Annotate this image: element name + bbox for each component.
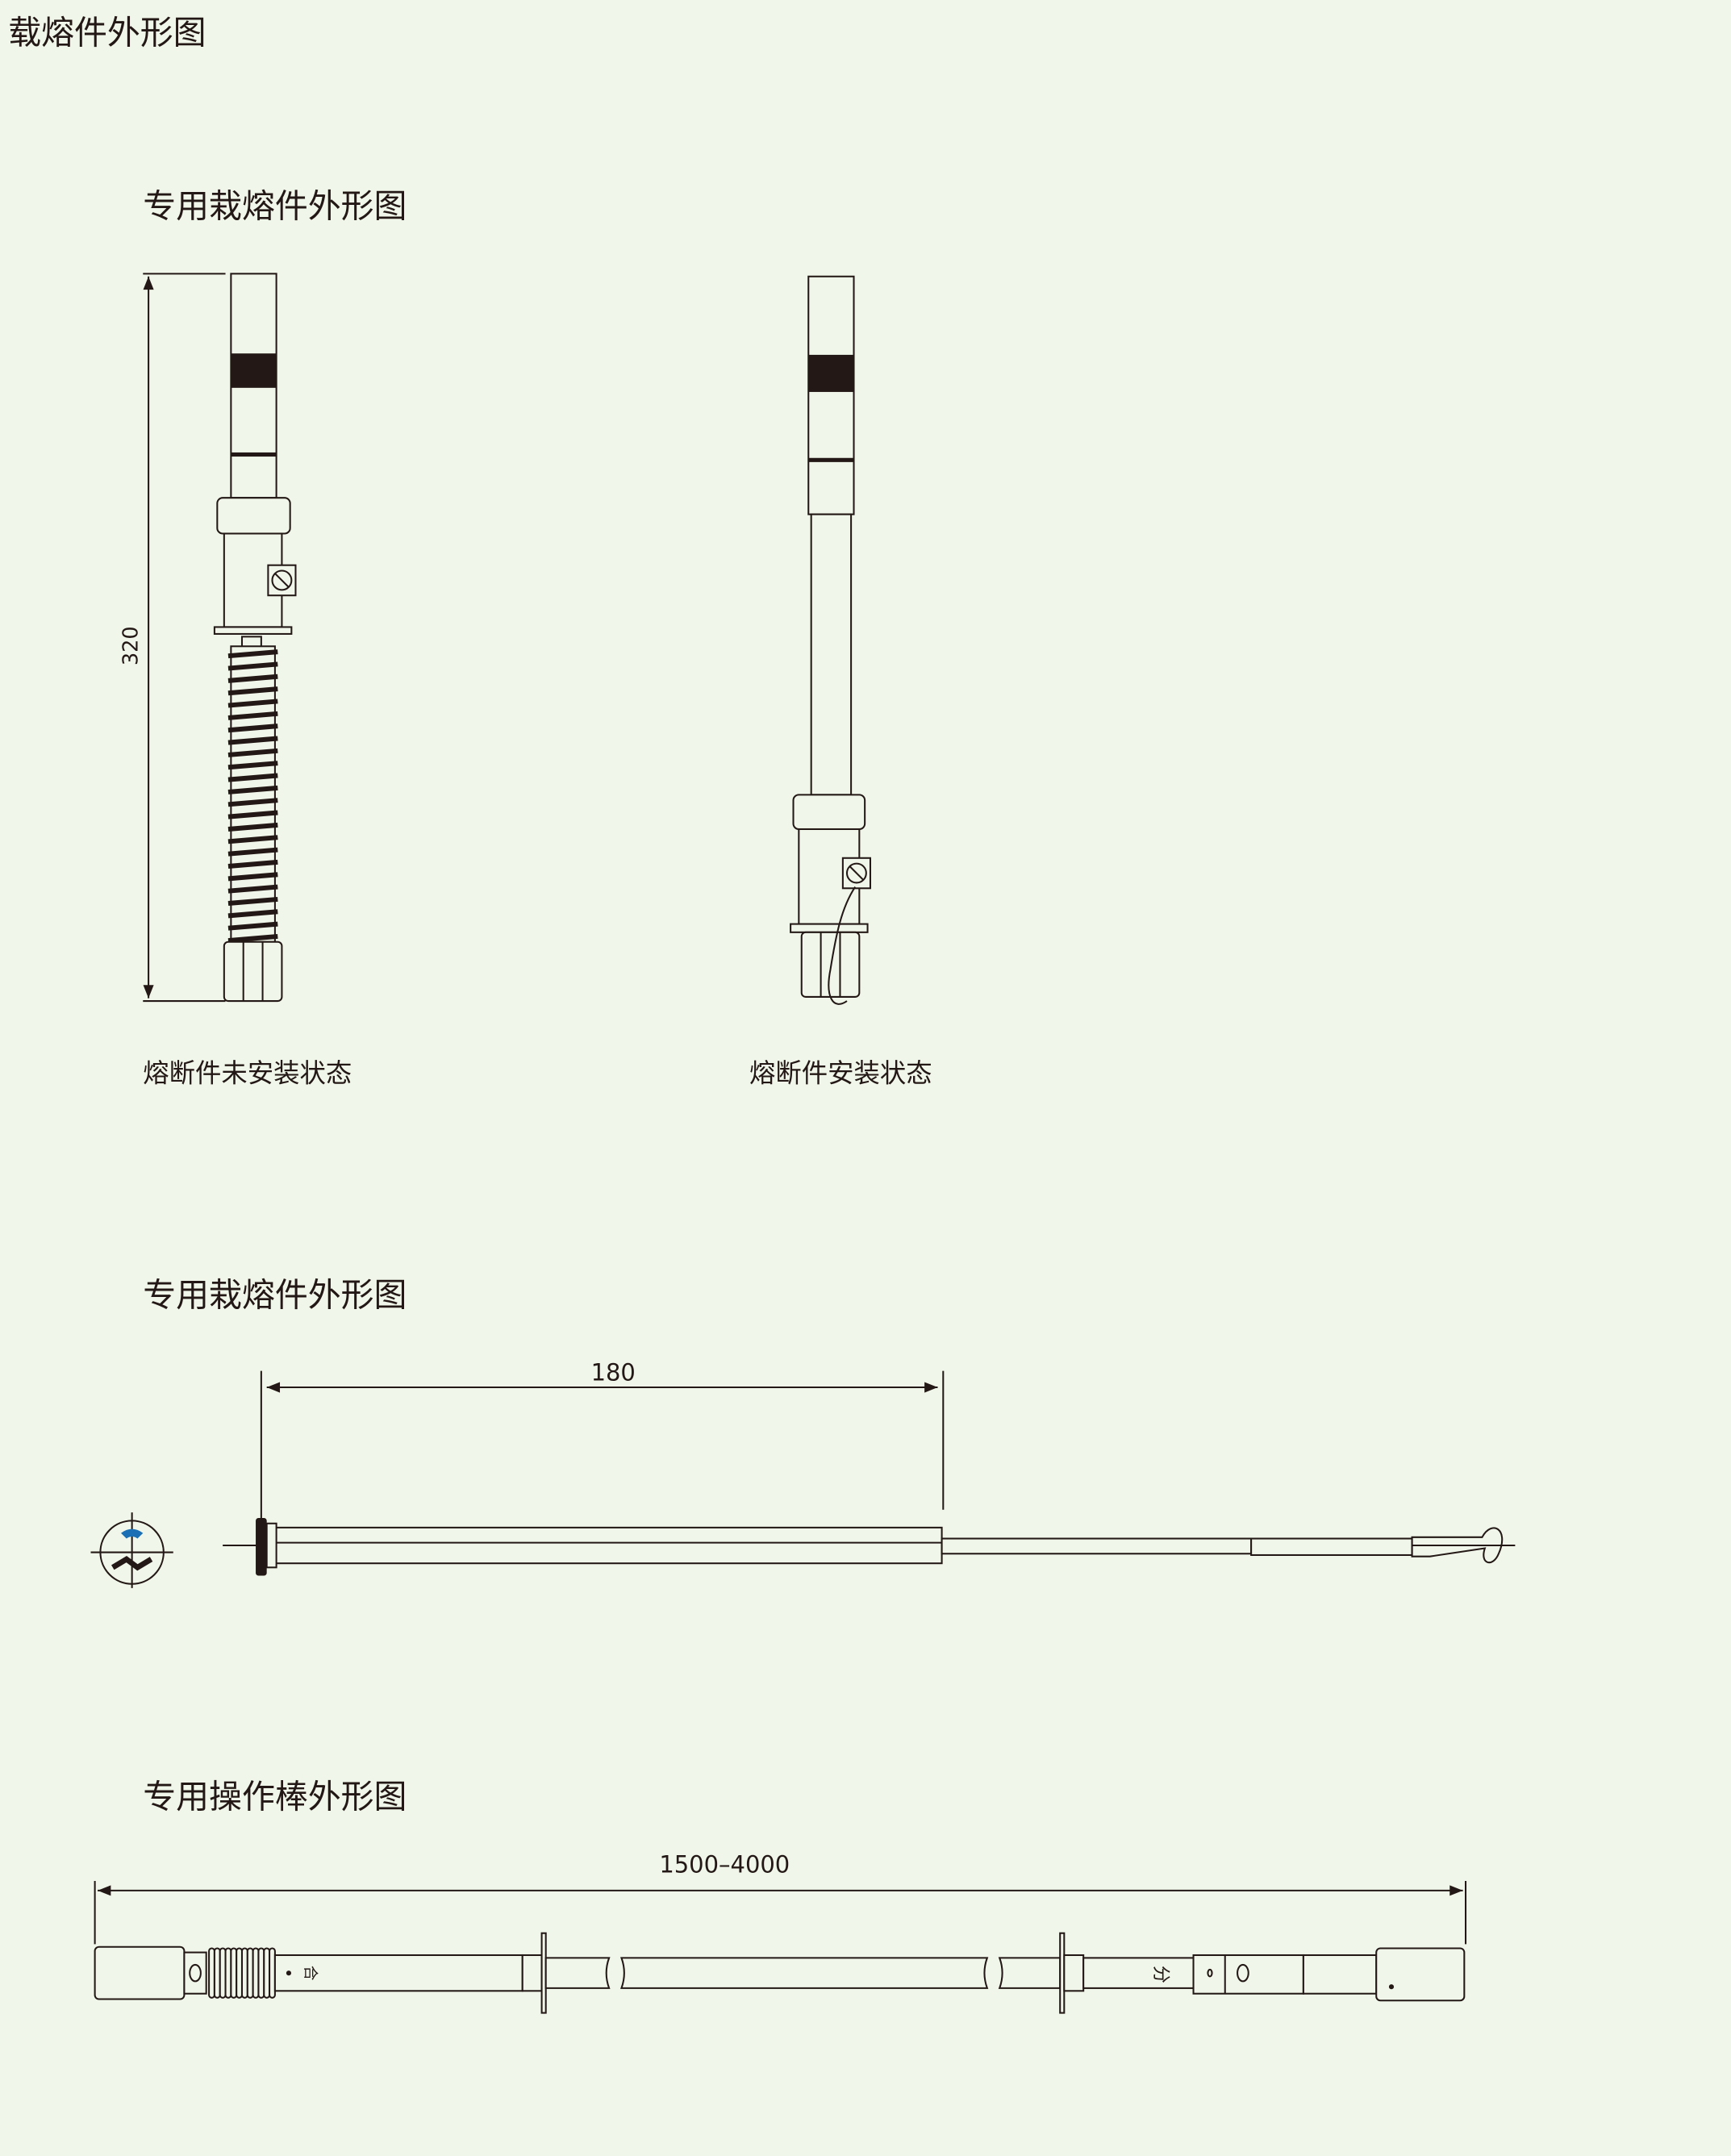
screw-icon	[845, 862, 867, 884]
mark-open: 分	[1150, 1966, 1171, 1983]
hook-end	[1411, 1527, 1504, 1564]
rotation-symbol-icon	[90, 1512, 173, 1588]
spring-coil	[227, 896, 278, 906]
spring-coil	[227, 649, 278, 659]
spring-coil	[227, 933, 278, 944]
spring-coil	[227, 921, 278, 931]
fuse-carrier-side-view	[90, 1370, 1516, 1588]
spring-coil	[227, 673, 278, 683]
section-3-heading: 专用操作棒外形图	[143, 1778, 407, 1816]
spring-coil	[227, 884, 278, 894]
spring-coil	[227, 748, 278, 757]
caption-installed: 熔断件安装状态	[749, 1058, 932, 1089]
spring-coil	[227, 810, 278, 819]
dimension-range-label: 1500–4000	[659, 1851, 790, 1879]
spring-coil	[227, 909, 278, 919]
spring-coil	[227, 822, 278, 832]
spring-coil	[227, 798, 278, 807]
fuse-carrier-uninstalled	[143, 273, 297, 1003]
spring-coil	[227, 859, 278, 869]
spring-coil	[227, 686, 278, 696]
spring-coil	[227, 872, 278, 882]
dimension-180-label: 180	[591, 1358, 636, 1386]
page-title: 载熔件外形图	[8, 14, 206, 52]
spring-coil	[227, 711, 278, 720]
spring-coil	[227, 835, 278, 844]
spring-coil	[227, 761, 278, 770]
caption-uninstalled: 熔断件未安装状态	[143, 1058, 352, 1089]
spring-coil	[227, 785, 278, 794]
operating-rod: 合 分	[94, 1880, 1467, 2014]
dimension-320-label: 320	[119, 626, 143, 665]
spring-coil	[227, 699, 278, 708]
screw-icon	[271, 569, 293, 591]
section-1-heading: 专用栽熔件外形图	[143, 186, 407, 225]
mark-close: 合	[301, 1966, 318, 1981]
spring-coil	[227, 847, 278, 857]
fuse-wire	[828, 886, 857, 1005]
fuse-carrier-installed	[790, 275, 871, 1005]
spring-coil	[227, 724, 278, 733]
section-2-heading: 专用栽熔件外形图	[143, 1275, 407, 1314]
spring-coil	[227, 736, 278, 745]
spring-coil	[227, 773, 278, 782]
spring-coil	[227, 661, 278, 671]
